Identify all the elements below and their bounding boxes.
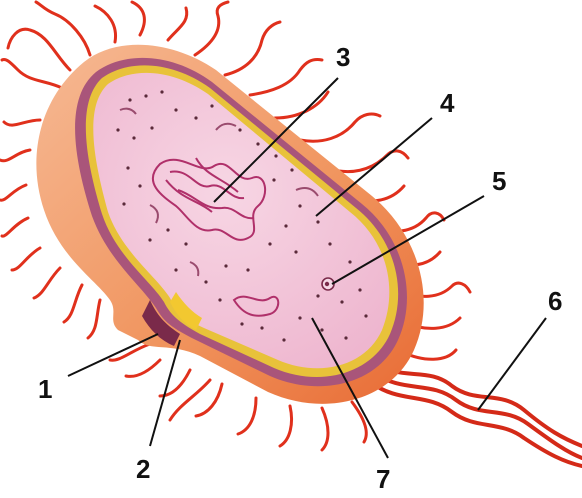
pilus bbox=[328, 151, 408, 172]
pilus bbox=[0, 185, 26, 200]
pilus bbox=[132, 2, 144, 35]
pilus bbox=[34, 268, 60, 298]
pilus bbox=[95, 6, 116, 42]
pilus bbox=[322, 408, 328, 450]
pilus bbox=[12, 248, 40, 270]
leader-6 bbox=[478, 318, 546, 410]
pilus bbox=[250, 59, 322, 95]
label-1: 1 bbox=[38, 374, 52, 404]
pilus bbox=[8, 29, 70, 70]
pilus bbox=[2, 59, 62, 88]
pilus bbox=[126, 360, 160, 376]
pilus bbox=[238, 398, 256, 434]
pilus bbox=[4, 120, 40, 125]
pilus bbox=[2, 218, 28, 236]
flagellum bbox=[370, 362, 582, 466]
pilus bbox=[168, 8, 187, 40]
leader-2 bbox=[150, 340, 180, 446]
label-7: 7 bbox=[376, 464, 390, 494]
label-6: 6 bbox=[548, 286, 562, 316]
pilus bbox=[195, 2, 228, 55]
pilus bbox=[88, 300, 100, 338]
pilus bbox=[225, 22, 280, 75]
pilus bbox=[36, 2, 90, 55]
label-5: 5 bbox=[492, 166, 506, 196]
pilus bbox=[0, 150, 30, 161]
label-2: 2 bbox=[136, 454, 150, 484]
pilus bbox=[64, 285, 82, 322]
pilus bbox=[280, 406, 292, 446]
pilus bbox=[300, 114, 380, 141]
label-3: 3 bbox=[336, 42, 350, 72]
pilus bbox=[352, 402, 366, 442]
label-4: 4 bbox=[440, 88, 455, 118]
leader-1 bbox=[68, 334, 158, 376]
